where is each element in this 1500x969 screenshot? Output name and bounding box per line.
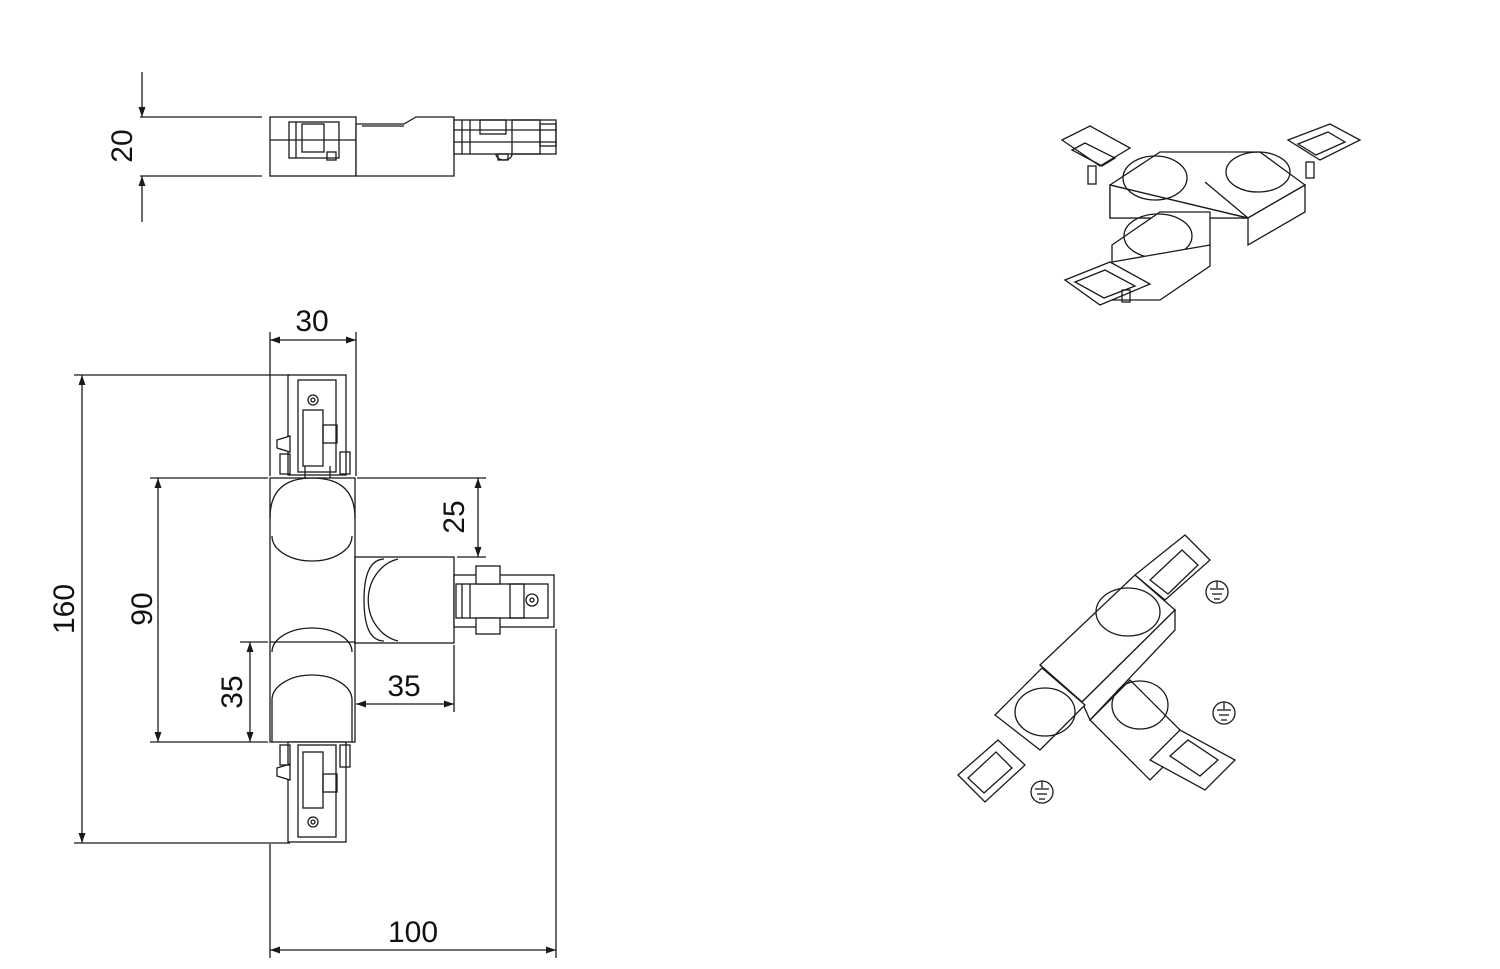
dim-label-body-length: 35: [216, 675, 249, 708]
dim-label-overall-width: 100: [388, 916, 438, 949]
top-view: [269, 374, 555, 843]
isometric-view-bottom: [957, 534, 1237, 804]
ground-symbol: [1212, 701, 1236, 725]
dim-label-height: 20: [106, 129, 139, 162]
dim-label-branch-width: 35: [387, 670, 420, 703]
dimension-lines: [74, 332, 557, 958]
side-view: [138, 72, 557, 222]
isometric-view-top: [1060, 123, 1362, 306]
dim-label-inner-span: 90: [126, 592, 159, 625]
dim-label-width: 30: [295, 305, 328, 338]
ground-symbol: [1205, 580, 1229, 604]
dim-label-branch-offset: 25: [438, 500, 471, 533]
ground-symbol: [1030, 780, 1054, 804]
dim-label-overall-length: 160: [48, 584, 81, 634]
